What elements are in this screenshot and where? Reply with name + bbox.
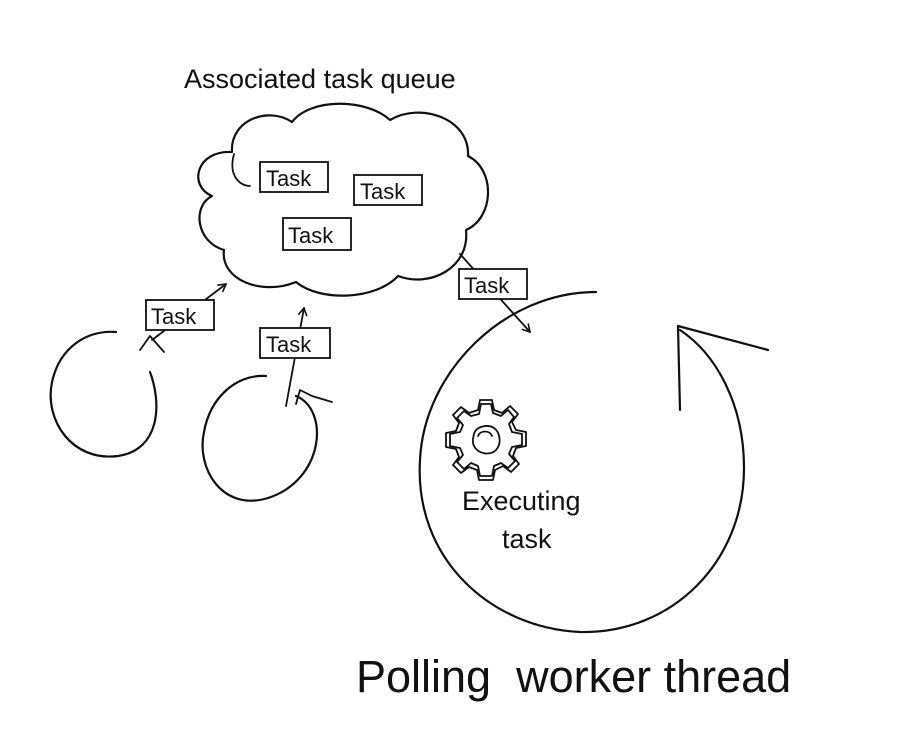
gear-icon [445, 399, 527, 481]
executing-label-line1: Executing [462, 486, 581, 516]
polling-worker-loop [418, 290, 746, 634]
producer-loop-left-arrow [139, 335, 165, 353]
producer-loop-left [49, 330, 158, 458]
task-box-in-queue: Task [282, 217, 352, 251]
cloud-inner-stroke [231, 153, 251, 187]
task-box-dequeued: Task [458, 268, 528, 300]
svg-text:Task: Task [151, 304, 197, 329]
producer-loop-middle [201, 374, 319, 502]
task-box-produced-left: Task [145, 299, 215, 331]
task-box-in-queue: Task [353, 174, 423, 206]
svg-text:Task: Task [266, 332, 312, 357]
task-box-produced-middle: Task [259, 327, 331, 359]
svg-text:Task: Task [464, 273, 510, 298]
footer-title: Polling worker thread [356, 651, 791, 702]
producer-loop-middle-arrow [295, 389, 333, 405]
task-queue-cloud [197, 102, 490, 297]
executing-label-line2: task [502, 524, 552, 554]
svg-text:Task: Task [288, 223, 334, 248]
task-box-in-queue: Task [259, 161, 329, 193]
svg-text:Task: Task [360, 179, 406, 204]
queue-title: Associated task queue [184, 64, 456, 94]
polling-worker-loop-arrowhead [676, 324, 770, 412]
svg-text:Task: Task [266, 166, 312, 191]
